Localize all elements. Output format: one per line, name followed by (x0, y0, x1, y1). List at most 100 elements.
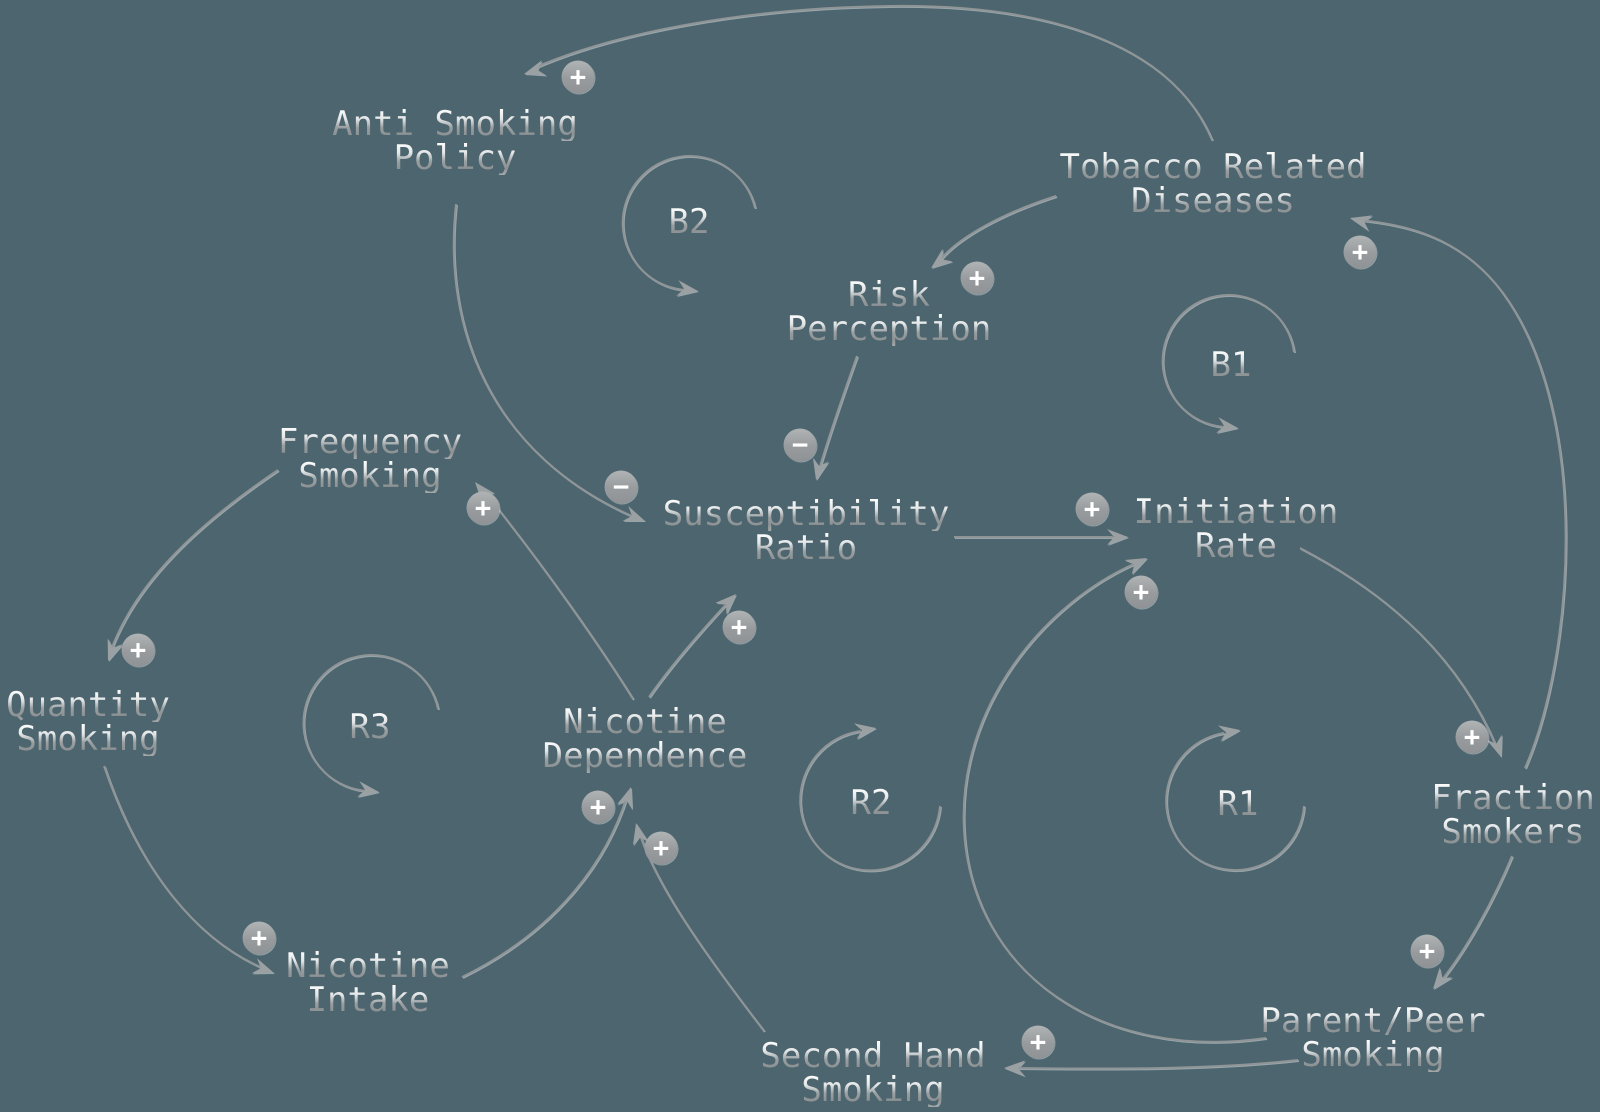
plus-icon: + (1132, 576, 1150, 608)
plus-icon: + (652, 832, 670, 864)
plus-icon: + (589, 791, 607, 823)
node-label-line: Intake (286, 983, 450, 1017)
polarity-sign-risk-to-susceptibility: − (783, 428, 817, 462)
arc-nicotine-dependence-to-susceptibility-ratio (648, 600, 730, 698)
plus-icon: + (1463, 721, 1481, 753)
arrowhead-to-initiation-rate-left (1107, 529, 1128, 545)
node-label-line: Perception (786, 309, 992, 349)
arrowhead-to-anti-smoking-policy (524, 60, 547, 76)
node-label-line: Smoking (760, 1073, 985, 1107)
node-parent-peer-smoking: Parent/Peer Smoking (1260, 1004, 1485, 1072)
arc-nicotine-intake-to-nicotine-dependence (461, 795, 628, 978)
plus-icon: + (1351, 236, 1369, 268)
arrowhead-to-susceptibility-ratio-left (622, 506, 645, 521)
loop-b1-arrowhead (1216, 417, 1238, 433)
loop-b2-label: B2 (668, 202, 710, 242)
polarity-sign-initiation-to-fraction: + (1455, 720, 1489, 754)
arrowhead-to-fraction-smokers (1486, 734, 1502, 757)
node-label-line: Policy (332, 141, 578, 175)
polarity-sign-quantity-to-intake: + (242, 921, 276, 955)
polarity-sign-diseases-to-risk: + (960, 261, 994, 295)
node-risk-perception: Risk Perception (787, 278, 992, 346)
arc-initiation-rate-to-fraction-smokers (1299, 547, 1497, 747)
node-label-line: Fraction (1431, 778, 1595, 818)
node-initiation-rate: Initiation Rate (1134, 495, 1339, 563)
loop-r1-arc (1165, 732, 1305, 872)
node-label-line: Nicotine (543, 705, 748, 739)
plus-icon: + (969, 265, 985, 292)
arc-tobacco-diseases-to-risk-perception (939, 195, 1057, 261)
plus-icon: + (1083, 493, 1101, 525)
plus-icon: + (1029, 1026, 1047, 1058)
polarity-sign-intake-to-dependence: + (581, 790, 615, 824)
loop-b2-arc (621, 155, 756, 291)
node-second-hand-smoking: Second Hand Smoking (760, 1039, 985, 1107)
loop-r1-label: R1 (1217, 784, 1259, 824)
loop-r2-arrowhead (854, 723, 876, 740)
arc-anti-smoking-policy-to-susceptibility-ratio (452, 203, 635, 518)
node-quantity-smoking: Quantity Smoking (6, 688, 170, 756)
polarity-sign-dependence-to-susceptibility: + (722, 610, 756, 644)
node-label-line: Diseases (1059, 184, 1366, 218)
node-label-line: Parent/Peer (1260, 1001, 1486, 1041)
polarity-sign-dependence-to-frequency: + (466, 491, 500, 525)
loop-r3-arrowhead (357, 781, 379, 797)
arrowhead-to-parent-peer-smoking (1433, 967, 1453, 989)
arrowhead-to-risk-perception (931, 248, 953, 268)
arc-risk-perception-to-susceptibility-ratio (817, 355, 858, 474)
arrowhead-to-second-hand-smoking (1004, 1060, 1026, 1077)
loop-r3-label: R3 (349, 707, 391, 747)
node-label-line: Tobacco Related (1059, 147, 1367, 187)
arc-nicotine-dependence-to-frequency-smoking (482, 489, 634, 700)
node-label-line: Second Hand (760, 1036, 986, 1076)
arrowhead-to-susceptibility-ratio-top (812, 457, 829, 480)
arc-parent-peer-smoking-to-initiation-rate (962, 562, 1267, 1043)
plus-icon: + (730, 611, 748, 643)
plus-icon: + (569, 61, 587, 93)
node-label-line: Quantity (6, 685, 170, 725)
node-anti-smoking-policy: Anti Smoking Policy (332, 107, 578, 175)
plus-icon: + (250, 922, 268, 954)
loop-r1-arrowhead (1218, 725, 1240, 742)
node-label-line: Nicotine (286, 946, 450, 986)
node-label-line: Smoking (278, 459, 462, 493)
loop-r2-arc (799, 730, 941, 872)
node-label-line: Rate (1134, 529, 1339, 563)
minus-icon: − (791, 429, 809, 461)
node-tobacco-related-diseases: Tobacco Related Diseases (1059, 150, 1366, 218)
node-susceptibility-ratio: Susceptibility Ratio (663, 497, 950, 565)
node-frequency-smoking: Frequency Smoking (278, 425, 462, 493)
node-label-line: Dependence (542, 736, 748, 776)
polarity-sign-diseases-to-policy: + (561, 60, 595, 94)
polarity-sign-susceptibility-to-initiation: + (1075, 492, 1109, 526)
arc-tobacco-diseases-to-anti-smoking-policy (533, 4, 1213, 141)
arc-fraction-smokers-to-tobacco-diseases (1359, 219, 1567, 769)
loop-b1-arc (1161, 294, 1295, 428)
plus-icon: + (1418, 935, 1436, 967)
arc-parent-peer-smoking-to-second-hand-smoking (1015, 1059, 1299, 1070)
polarity-sign-fraction-to-parentpeer: + (1410, 934, 1444, 968)
loop-r2-label: R2 (850, 783, 892, 823)
arc-quantity-smoking-to-nicotine-intake (103, 765, 266, 970)
node-label-line: Frequency (277, 422, 463, 462)
arrowhead-to-susceptibility-ratio-bottom (715, 594, 736, 615)
node-label-line: Risk (787, 278, 992, 312)
node-label-line: Initiation (1133, 492, 1339, 532)
arrowhead-to-quantity-smoking (107, 638, 123, 661)
polarity-sign-parentpeer-to-secondhand: + (1021, 1025, 1055, 1059)
arc-fraction-smokers-to-parent-peer-smoking (1440, 855, 1513, 982)
loop-r3-arc (302, 654, 439, 792)
polarity-sign-secondhand-to-dependence: + (644, 831, 678, 865)
node-nicotine-dependence: Nicotine Dependence (543, 705, 748, 773)
node-label-line: Smoking (1260, 1038, 1485, 1072)
node-label-line: Smoking (6, 722, 170, 756)
polarity-sign-parentpeer-to-initiation: + (1124, 575, 1158, 609)
arrowhead-to-nicotine-dependence-left (616, 787, 633, 810)
polarity-sign-fraction-to-diseases: + (1343, 235, 1377, 269)
arrowhead-to-nicotine-dependence-right (632, 823, 649, 846)
arrowhead-to-tobacco-diseases (1350, 215, 1373, 231)
polarity-sign-frequency-to-quantity: + (121, 633, 155, 667)
node-nicotine-intake: Nicotine Intake (286, 949, 450, 1017)
